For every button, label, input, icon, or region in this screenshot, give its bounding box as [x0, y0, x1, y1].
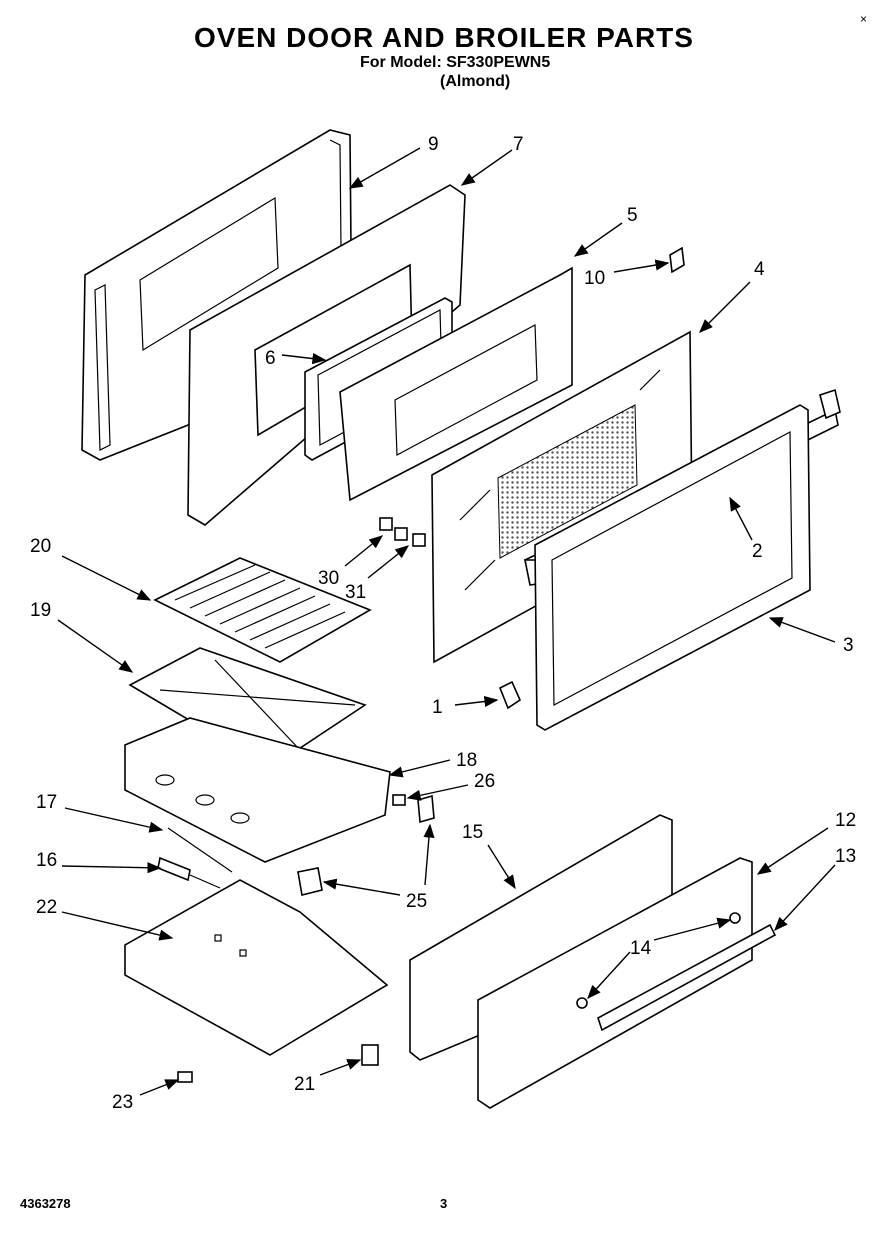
part-1-bracket: [498, 680, 522, 710]
callout-18: 18: [456, 750, 477, 771]
callout-2: 2: [752, 541, 763, 562]
callout-31: 31: [345, 582, 366, 603]
part-17-rod: [167, 827, 233, 873]
color-line: (Almond): [440, 73, 511, 90]
part-30-31-fasteners: [379, 517, 426, 547]
callout-labels: 9 7 5 10 4 6 2 20 30 31 3 19 1 18 26 17 …: [30, 134, 856, 1113]
part-21-hinge-plate: [361, 1044, 379, 1066]
part-3-door-trim: [534, 404, 811, 731]
part-22-slide-plate: [124, 879, 389, 1056]
callout-16: 16: [36, 850, 57, 871]
part-18-broiler-drawer: [124, 717, 391, 863]
part-26-bolt: [392, 794, 406, 806]
callout-13: 13: [835, 846, 856, 867]
callout-17: 17: [36, 792, 57, 813]
part-23-knob: [177, 1071, 193, 1083]
callout-22: 22: [36, 897, 57, 918]
callout-4: 4: [754, 259, 765, 280]
callout-26: 26: [474, 771, 495, 792]
model-line: For Model: SF330PEWN5: [360, 54, 551, 71]
callout-3: 3: [843, 635, 854, 656]
part-19-broiler-pan: [128, 647, 367, 769]
callout-9: 9: [428, 134, 439, 155]
callout-20: 20: [30, 536, 51, 557]
callout-23: 23: [112, 1092, 133, 1113]
part-10-clip: [669, 246, 685, 274]
part-7-insulation: [187, 184, 466, 526]
callout-21: 21: [294, 1074, 315, 1095]
part-12-drawer-front: [477, 857, 753, 1109]
callout-19: 19: [30, 600, 51, 621]
callout-6: 6: [265, 348, 276, 369]
page-title: OVEN DOOR AND BROILER PARTS: [194, 22, 694, 53]
part-20-broiler-grid: [153, 557, 372, 663]
callout-25: 25: [406, 891, 427, 912]
part-16-spring: [157, 856, 221, 889]
leader-lines: [57, 147, 836, 1096]
part-13-drawer-handle: [597, 923, 777, 1032]
callout-1: 1: [432, 697, 443, 718]
callout-12: 12: [835, 810, 856, 831]
callout-15: 15: [462, 822, 483, 843]
part-25-bracket: [297, 794, 435, 896]
callout-5: 5: [627, 205, 638, 226]
corner-mark: ×: [860, 12, 868, 26]
callout-30: 30: [318, 568, 339, 589]
callout-10: 10: [584, 268, 605, 289]
page-number: 3: [440, 1196, 448, 1211]
callout-7: 7: [513, 134, 524, 155]
part-5-inner-door-panel: [339, 266, 573, 502]
document-number: 4363278: [20, 1196, 71, 1211]
callout-14: 14: [630, 938, 652, 959]
